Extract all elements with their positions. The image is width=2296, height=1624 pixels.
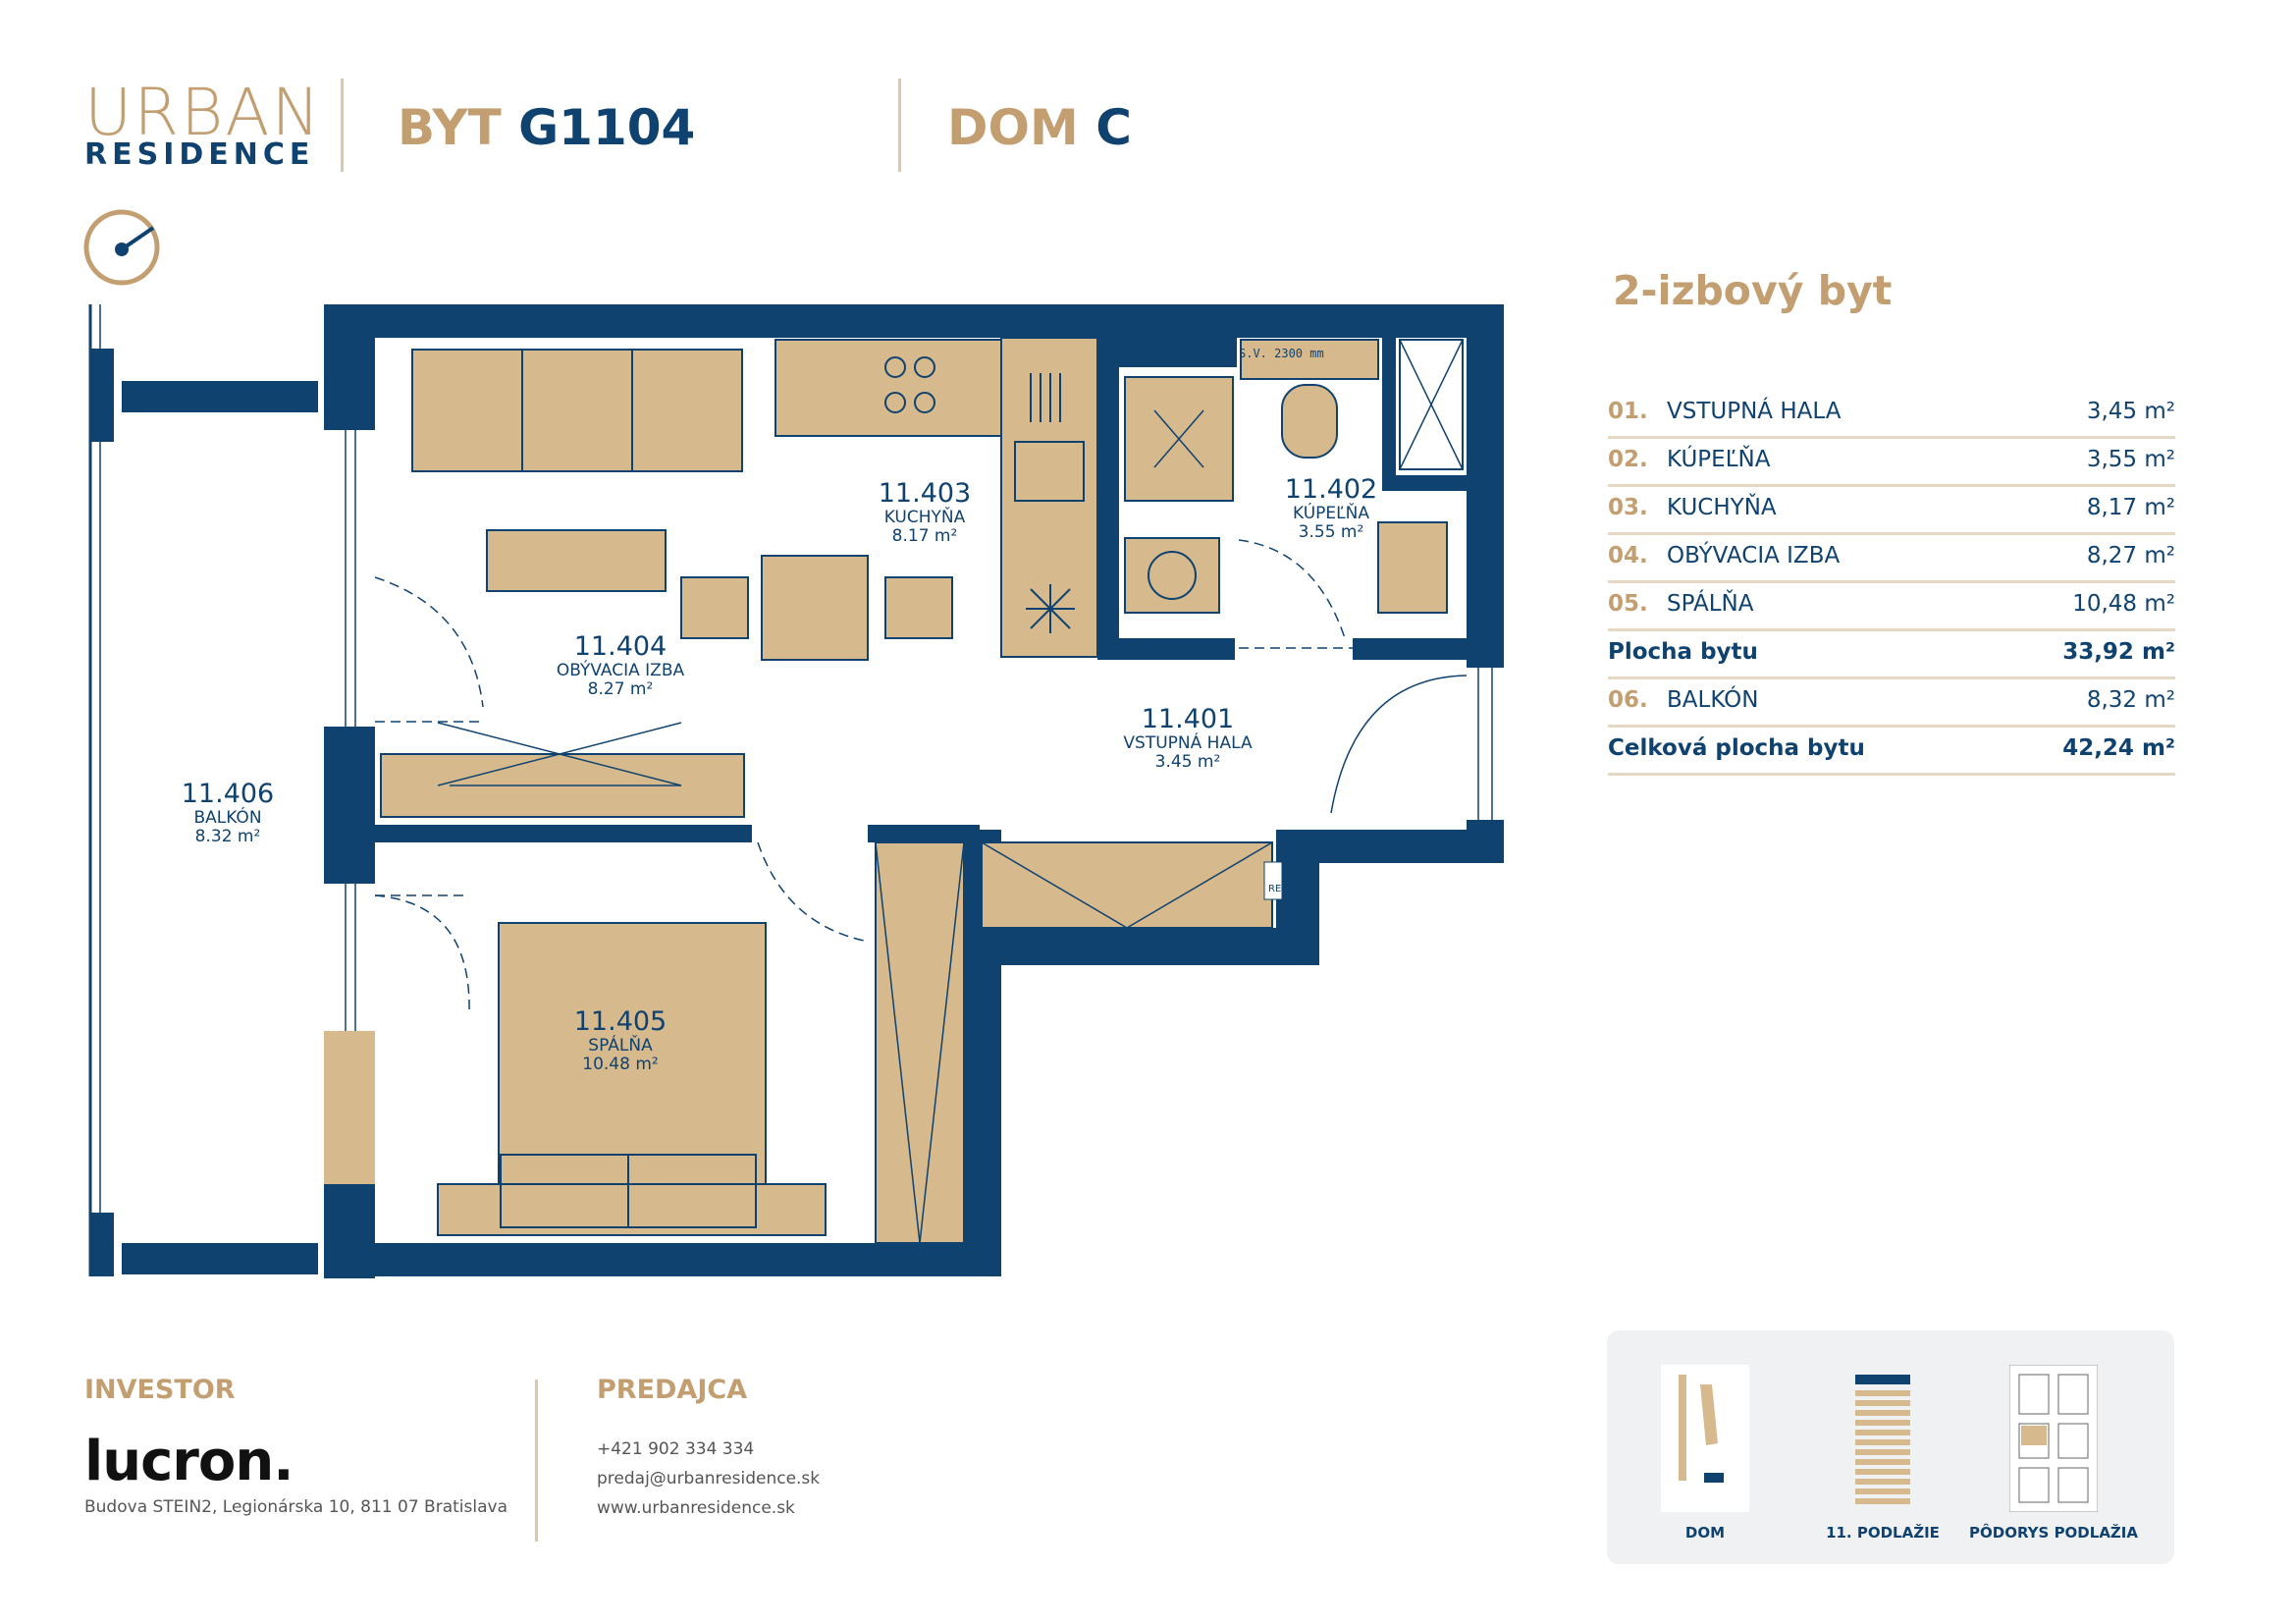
header-divider [341, 79, 344, 172]
dom-code: C [1095, 99, 1132, 156]
stove-icon [884, 356, 935, 413]
web-link[interactable]: www.urbanresidence.sk [597, 1498, 795, 1518]
table-row: 02. KÚPEĽŇA 3,55 m² [1608, 439, 2175, 487]
investor-address: Budova STEIN2, Legionárska 10, 811 07 Br… [84, 1497, 507, 1517]
bath-note: S.V. 2300 mm [1239, 347, 1324, 360]
logo-residence: RESIDENCE [84, 137, 315, 172]
dom-map [1661, 1365, 1749, 1512]
caption-dom: DOM [1684, 1524, 1726, 1542]
shower-icon [1026, 584, 1075, 633]
furniture [380, 337, 1464, 1244]
caption-podorys: PÔDORYS PODLAŽIA [1969, 1524, 2138, 1542]
table-row: 05. SPÁLŇA 10,48 m² [1608, 583, 2175, 631]
area-table: 01. VSTUPNÁ HALA 3,45 m² 02. KÚPEĽŇA 3,5… [1608, 391, 2175, 776]
byt-prefix: BYT [398, 99, 502, 156]
floor-plan-map [2009, 1365, 2098, 1512]
dom-prefix: DOM [947, 99, 1079, 156]
email-link[interactable]: predaj@urbanresidence.sk [597, 1469, 821, 1489]
footer-divider [535, 1380, 538, 1542]
table-row: 04. OBÝVACIA IZBA 8,27 m² [1608, 535, 2175, 583]
compass-icon [83, 209, 160, 286]
predajca-label: PREDAJCA [597, 1375, 748, 1405]
header-divider [898, 79, 901, 172]
table-row: 03. KUCHYŇA 8,17 m² [1608, 487, 2175, 535]
table-row: 06. BALKÓN 8,32 m² [1608, 679, 2175, 728]
caption-podlazie: 11. PODLAŽIE [1826, 1524, 1940, 1542]
phone-link[interactable]: +421 902 334 334 [597, 1439, 755, 1459]
mini-maps-panel: DOM 11. PODLAŽIE PÔDORYS PODLAŽIA [1607, 1330, 2174, 1564]
plocha-bytu-row: Plocha bytu 33,92 m² [1608, 631, 2175, 679]
investor-logo: lucron. [84, 1430, 294, 1493]
apartment-title: BYT G1104 [398, 98, 695, 157]
sink-icon [1014, 373, 1085, 502]
table-row: 01. VSTUPNÁ HALA 3,45 m² [1608, 391, 2175, 439]
building-title: DOM C [947, 98, 1132, 157]
re-label: RE [1268, 884, 1281, 894]
logo-urban: URBAN [84, 75, 322, 150]
investor-label: INVESTOR [84, 1375, 236, 1405]
toilet-icon [1148, 551, 1197, 600]
byt-code: G1104 [518, 99, 696, 156]
floor-plan: S.V. 2300 mm RE [88, 304, 1504, 1278]
apartment-type: 2-izbový byt [1613, 267, 1893, 314]
floor-stack-map [1855, 1375, 1910, 1504]
celkova-plocha-row: Celková plocha bytu 42,24 m² [1608, 728, 2175, 776]
